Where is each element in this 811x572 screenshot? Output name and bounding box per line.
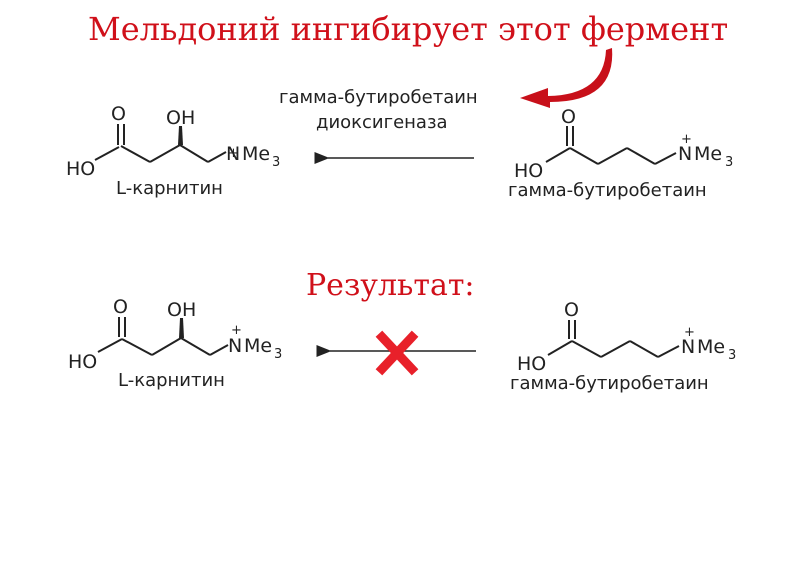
subscript-3: 3 xyxy=(274,347,282,362)
nitrogen-label: N xyxy=(678,143,692,165)
oxygen-label: O xyxy=(561,106,576,128)
hydroxyl-label: OH xyxy=(167,299,196,321)
nitrogen-label: N xyxy=(681,336,695,358)
hydroxyl-ho-label: HO xyxy=(68,351,97,373)
charge-plus: + xyxy=(228,146,239,161)
substrate-name: гамма-бутиробетаин xyxy=(508,180,707,201)
methyl-label: Me xyxy=(242,143,270,165)
subscript-3: 3 xyxy=(272,155,280,170)
subscript-3: 3 xyxy=(728,348,736,363)
hydroxyl-ho-label: HO xyxy=(66,158,95,180)
methyl-label: Me xyxy=(697,336,725,358)
hydroxyl-label: OH xyxy=(166,107,195,129)
page-title: Мельдоний ингибирует этот фермент xyxy=(88,10,729,48)
methyl-label: Me xyxy=(244,335,272,357)
red-x-icon xyxy=(375,330,419,376)
enzyme-name-line1: гамма-бутиробетаин xyxy=(279,87,478,108)
oxygen-label: O xyxy=(111,103,126,125)
substrate-name: гамма-бутиробетаин xyxy=(510,373,709,394)
enzyme-name-line2: диоксигеназа xyxy=(316,112,448,133)
charge-plus: + xyxy=(681,132,692,147)
methyl-label: Me xyxy=(694,143,722,165)
oxygen-label: O xyxy=(564,299,579,321)
oxygen-label: O xyxy=(113,296,128,318)
subscript-3: 3 xyxy=(725,155,733,170)
hydroxyl-ho-label: HO xyxy=(514,160,543,182)
l-carnitine-structure-top: O OH HO + N Me 3 L-карнитин xyxy=(66,103,280,199)
charge-plus: + xyxy=(231,323,242,338)
result-label: Результат: xyxy=(306,268,475,303)
nitrogen-label: N xyxy=(226,143,240,165)
product-name: L-карнитин xyxy=(118,370,225,391)
gamma-butyrobetaine-structure-top: O HO + N Me 3 гамма-бутиробетаин xyxy=(508,106,733,201)
charge-plus: + xyxy=(684,325,695,340)
l-carnitine-structure-bottom: O OH HO + N Me 3 L-карнитин xyxy=(68,296,282,391)
product-name: L-карнитин xyxy=(116,178,223,199)
nitrogen-label: N xyxy=(228,335,242,357)
hydroxyl-ho-label: HO xyxy=(517,353,546,375)
gamma-butyrobetaine-structure-bottom: O HO + N Me 3 гамма-бутиробетаин xyxy=(510,299,736,394)
curved-red-arrow-icon xyxy=(520,48,613,108)
